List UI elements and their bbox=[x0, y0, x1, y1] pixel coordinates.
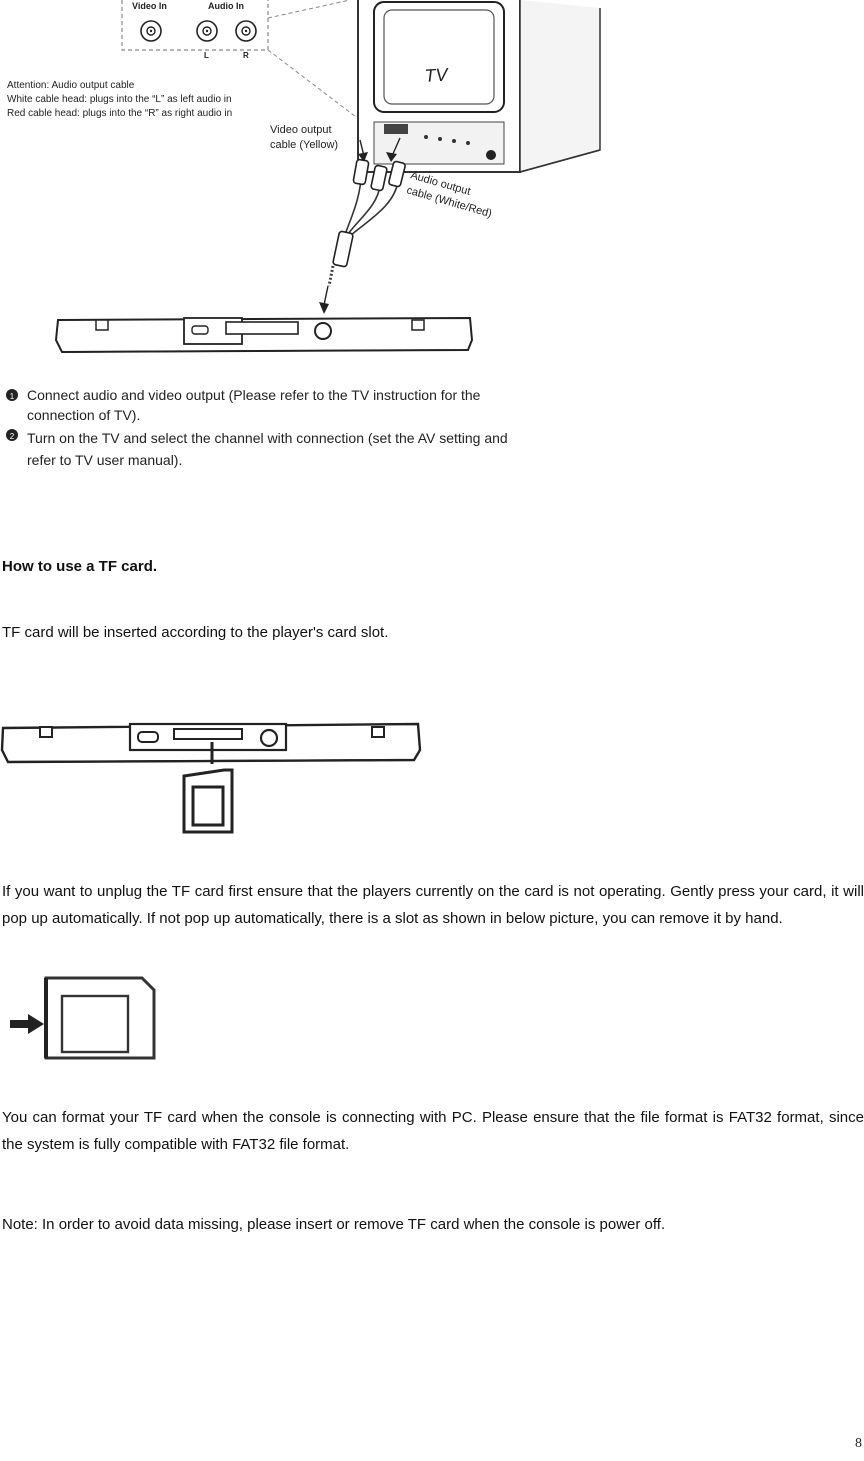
audio-r-jack-icon bbox=[235, 20, 257, 42]
tf-card-icon bbox=[182, 768, 234, 834]
tv-illustration bbox=[357, 0, 601, 173]
video-in-jack-icon bbox=[140, 20, 162, 42]
intro-text: TF card will be inserted according to th… bbox=[2, 624, 389, 641]
jack-sublabel-l: L bbox=[204, 51, 209, 60]
player-side-illustration bbox=[54, 316, 474, 354]
step-1-bullet-icon: 1 bbox=[6, 389, 18, 401]
video-cable-label-1: Video output bbox=[270, 124, 332, 136]
attention-line-3: Red cable head: plugs into the “R” as ri… bbox=[7, 108, 232, 119]
note-paragraph: Note: In order to avoid data missing, pl… bbox=[2, 1216, 666, 1233]
tv-connection-diagram: Video In Audio In L R Attention: Audio o… bbox=[6, 0, 601, 468]
tf-card-slot-illustration bbox=[0, 722, 422, 834]
step-1-line-2: connection of TV). bbox=[27, 407, 140, 423]
card-removal-illustration bbox=[10, 976, 156, 1060]
page-number: 8 bbox=[855, 1436, 862, 1451]
svg-text:1: 1 bbox=[10, 392, 15, 401]
audio-l-jack-icon bbox=[196, 20, 218, 42]
jack-label-video: Video In bbox=[132, 1, 167, 11]
push-arrow-icon bbox=[10, 1014, 44, 1034]
step-1-line-1: Connect audio and video output (Please r… bbox=[27, 387, 481, 403]
format-paragraph: You can format your TF card when the con… bbox=[2, 1109, 864, 1153]
section-heading: How to use a TF card. bbox=[2, 558, 158, 575]
jack-label-audio: Audio In bbox=[208, 1, 244, 11]
jack-sublabel-r: R bbox=[243, 51, 249, 60]
svg-text:2: 2 bbox=[10, 432, 15, 441]
unplug-paragraph: If you want to unplug the TF card first … bbox=[2, 883, 864, 927]
attention-line-1: Attention: Audio output cable bbox=[7, 80, 135, 91]
step-2-line-1: Turn on the TV and select the channel wi… bbox=[27, 430, 508, 446]
attention-line-2: White cable head: plugs into the “L” as … bbox=[7, 94, 232, 105]
step-2-bullet-icon: 2 bbox=[6, 429, 18, 441]
step-2-line-2: refer to TV user manual). bbox=[27, 452, 182, 468]
tv-label: TV bbox=[424, 64, 450, 86]
video-cable-label-2: cable (Yellow) bbox=[270, 139, 338, 151]
av-cable-illustration bbox=[319, 158, 406, 314]
